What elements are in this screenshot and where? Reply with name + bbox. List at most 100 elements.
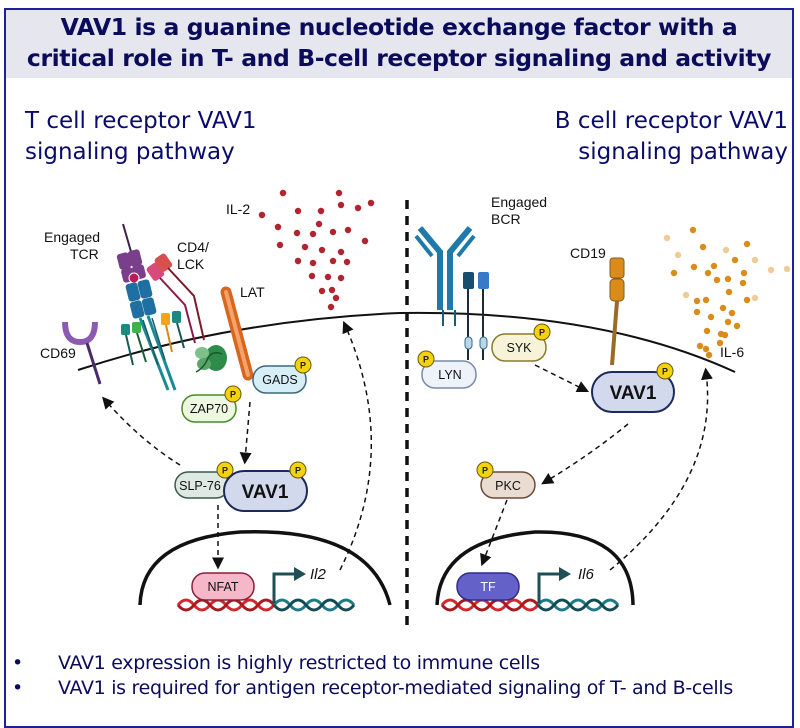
cytokine-dot bbox=[751, 294, 759, 302]
cytokine-dot bbox=[294, 257, 302, 265]
bcr-antibody-icon bbox=[414, 226, 489, 360]
t-vav1-phospho-label: P bbox=[295, 466, 301, 476]
cytokine-dot bbox=[258, 211, 266, 219]
t-panel-title-line-1: T cell receptor VAV1 bbox=[25, 108, 257, 134]
cytokine-dot bbox=[294, 257, 302, 265]
arrow-syk-to-vav1 bbox=[534, 364, 590, 393]
arrow-gads-to-vav1 bbox=[239, 401, 252, 465]
cd4-lck-label-1: CD4/ bbox=[177, 239, 209, 255]
lat-label: LAT bbox=[240, 284, 265, 300]
cytokine-dot bbox=[361, 237, 369, 245]
slide-title: VAV1 is a guanine nucleotide exchange fa… bbox=[6, 12, 792, 74]
lyn-protein bbox=[421, 360, 477, 389]
pkc-phospho-label: P bbox=[482, 466, 488, 476]
lyn-phospho-icon bbox=[417, 350, 435, 368]
cytokine-dot bbox=[767, 266, 775, 274]
cytokine-dot bbox=[294, 207, 302, 215]
cytokine-dot bbox=[693, 308, 701, 316]
title-line-1: VAV1 is a guanine nucleotide exchange fa… bbox=[60, 13, 738, 41]
title-line-2: critical role in T- and B-cell receptor … bbox=[26, 44, 772, 72]
bullet-text: VAV1 is required for antigen receptor-me… bbox=[58, 677, 733, 699]
cytokine-dot bbox=[315, 220, 323, 228]
t-cell-nucleus bbox=[138, 529, 392, 606]
lyn-label: LYN bbox=[438, 368, 461, 382]
cd4-lck-label-2: LCK bbox=[177, 256, 205, 272]
cytokine-dot bbox=[367, 199, 375, 207]
bullet-marker: • bbox=[12, 677, 23, 699]
cd19-receptor-icon bbox=[609, 257, 625, 366]
cytokine-dot bbox=[274, 223, 282, 231]
t-vav1-phospho-icon bbox=[289, 461, 307, 479]
title-banner bbox=[6, 10, 792, 78]
cytokine-dot bbox=[274, 223, 282, 231]
cytokine-dot bbox=[337, 274, 345, 282]
b-panel-title-line-2: signaling pathway bbox=[578, 139, 788, 165]
cytokine-dot bbox=[337, 201, 345, 209]
cytokine-dot bbox=[689, 226, 697, 234]
engaged-tcr-label-1: Engaged bbox=[44, 229, 100, 245]
lyn-phospho-label: P bbox=[423, 355, 429, 365]
gads-phospho-label: P bbox=[300, 361, 306, 371]
b-vav1-phospho-label: P bbox=[662, 367, 668, 377]
gads-protein bbox=[252, 365, 307, 394]
tf-label: TF bbox=[480, 580, 496, 594]
syk-protein bbox=[491, 333, 547, 362]
syk-label: SYK bbox=[506, 341, 532, 355]
cytokine-dot bbox=[301, 243, 309, 251]
t-vav1-label: VAV1 bbox=[242, 482, 289, 503]
cytokine-dot bbox=[740, 269, 748, 277]
cytokine-dot bbox=[696, 342, 704, 350]
cytokine-dot bbox=[722, 246, 730, 254]
slp76-phospho-icon bbox=[216, 461, 234, 479]
cytokine-dot bbox=[728, 309, 736, 317]
cytokine-dot bbox=[751, 256, 759, 264]
bullet-item: • VAV1 is required for antigen receptor-… bbox=[12, 676, 733, 701]
cytokine-dot bbox=[724, 275, 732, 283]
pkc-protein bbox=[480, 471, 536, 499]
cytokine-dot bbox=[731, 256, 739, 264]
cytokine-dot bbox=[317, 207, 325, 215]
cytokine-dot bbox=[367, 199, 375, 207]
cytokine-dot bbox=[719, 304, 727, 312]
cytokine-dot bbox=[783, 265, 791, 273]
b-vav1-label: VAV1 bbox=[610, 383, 657, 404]
cytokine-dot bbox=[279, 189, 287, 197]
cytokine-dot bbox=[733, 322, 741, 330]
cytokine-dot bbox=[702, 345, 710, 353]
b-gene-label: Il6 bbox=[578, 566, 595, 583]
cytokine-dot bbox=[343, 258, 351, 266]
bullet-list: • VAV1 expression is highly restricted t… bbox=[12, 651, 733, 701]
cytokine-dot bbox=[693, 297, 701, 305]
bullet-text: VAV1 expression is highly restricted to … bbox=[58, 652, 540, 674]
cytokine-dot bbox=[682, 291, 690, 299]
cytokine-dot bbox=[724, 318, 732, 326]
cytokine-dot bbox=[318, 287, 326, 295]
cytokine-dot bbox=[704, 269, 712, 277]
cytokine-dot bbox=[705, 351, 713, 359]
cytokine-dot bbox=[354, 204, 362, 212]
t-promoter-arrow-icon bbox=[272, 572, 295, 603]
il2-label: IL-2 bbox=[226, 201, 250, 217]
engaged-tcr-label-2: TCR bbox=[70, 246, 99, 262]
cd4-lck-icon bbox=[146, 253, 205, 344]
slp76-phospho-label: P bbox=[222, 466, 228, 476]
b-vav1-phospho-icon bbox=[656, 362, 674, 380]
cytokine-dot bbox=[337, 248, 345, 256]
gads-label: GADS bbox=[262, 373, 297, 387]
cytokine-dot bbox=[329, 257, 337, 265]
engaged-bcr-label-2: BCR bbox=[491, 211, 521, 227]
cytokine-dot bbox=[354, 204, 362, 212]
cytokine-dot bbox=[361, 237, 369, 245]
b-cell-nucleus bbox=[435, 530, 635, 606]
bullet-marker: • bbox=[12, 652, 23, 674]
cytokine-dot bbox=[329, 228, 337, 236]
arrow-vav1-to-pkc bbox=[541, 423, 629, 485]
cytokine-dot bbox=[690, 263, 698, 271]
cytokine-dot bbox=[344, 226, 352, 234]
cytokine-dot bbox=[743, 240, 751, 248]
nfat-label: NFAT bbox=[207, 580, 238, 594]
cytokine-dot bbox=[702, 296, 710, 304]
b-vav1-protein bbox=[591, 371, 675, 413]
cytokine-dot bbox=[663, 234, 671, 242]
zap70-phospho-label: P bbox=[230, 390, 236, 400]
